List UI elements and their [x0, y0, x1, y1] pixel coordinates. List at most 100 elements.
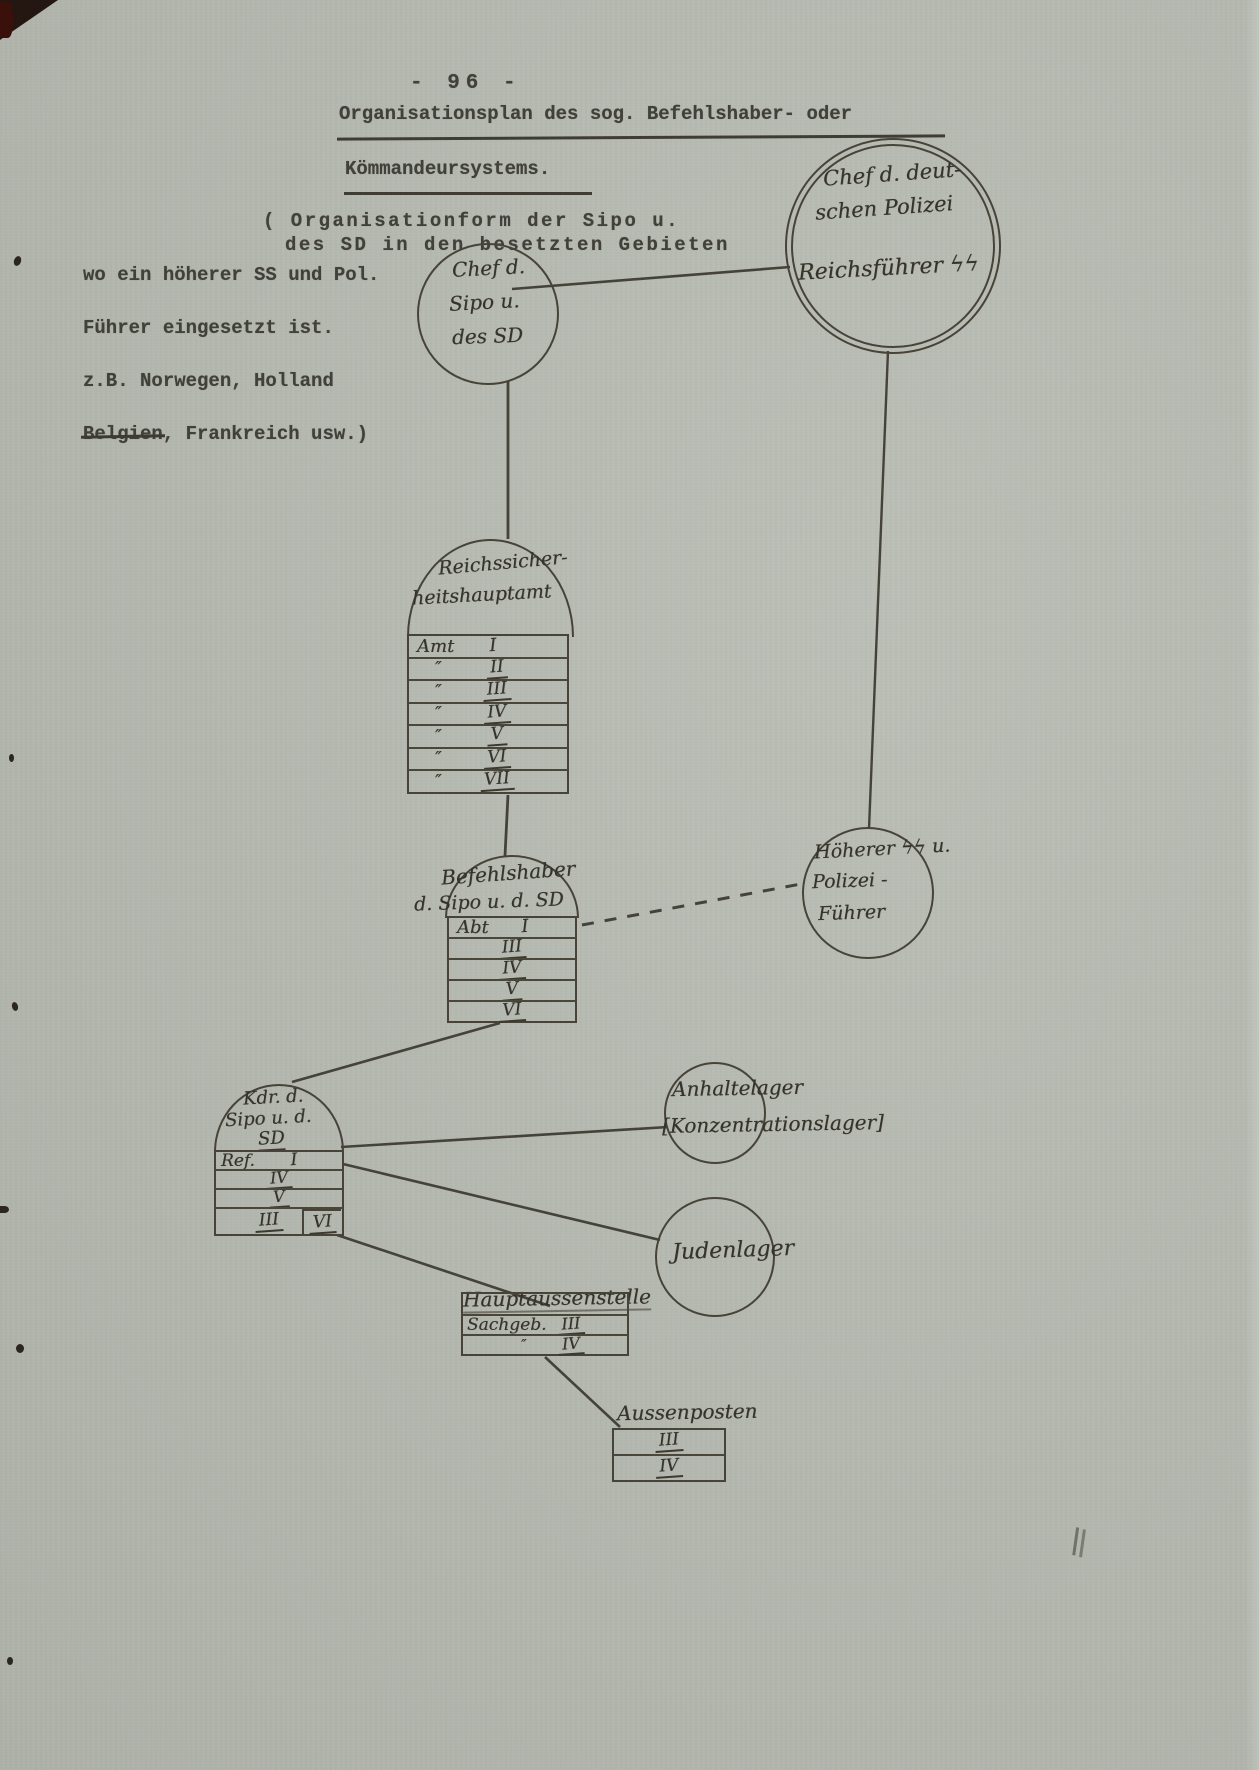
- intro-struck-word: Belgien: [83, 423, 163, 445]
- table-row: IV: [449, 957, 575, 981]
- rsha-row-num: V: [486, 724, 509, 747]
- aussenposten-title: Aussenposten: [616, 1398, 758, 1426]
- page-number: - 96 -: [410, 72, 522, 95]
- chef-sipo-line1: Chef d.: [451, 254, 526, 282]
- scan-speck: [0, 1206, 9, 1213]
- table-row: IV: [216, 1168, 342, 1190]
- judenlager-label: Judenlager: [671, 1235, 795, 1266]
- connector-befehlshaber-to-kdr: [291, 1021, 501, 1084]
- intro-paren-line1: ( Organisationform der Sipo u.: [263, 210, 681, 232]
- intro-left-block: wo ein höherer SS und Pol. Führer einges…: [83, 262, 379, 448]
- pencil-mark-stroke: [1072, 1527, 1080, 1556]
- table-row: ″ III: [409, 679, 567, 703]
- rsha-row-label: Amt: [417, 635, 455, 657]
- table-row: ″ IV: [463, 1333, 627, 1356]
- doc-title-line2: Kömmandeursystems.: [345, 158, 551, 180]
- kdr-table: Ref. I IV V III VI: [214, 1149, 344, 1236]
- aussenposten-row-num: IV: [654, 1455, 684, 1479]
- kdr-row-num: V: [268, 1187, 290, 1209]
- kdr-row-label: Ref.: [221, 1150, 255, 1171]
- connector-kdr-to-judenlager: [342, 1162, 661, 1242]
- kdr-sub-box: VI: [302, 1209, 341, 1236]
- intro-left-line1: wo ein höherer SS und Pol.: [83, 264, 380, 286]
- hauptaussenstelle-row-num: IV: [557, 1333, 585, 1356]
- table-row: III: [614, 1429, 724, 1454]
- table-row: III VI: [216, 1207, 342, 1236]
- table-row: Ref. I: [216, 1149, 342, 1171]
- kdr-bottom-left-num: III: [254, 1209, 284, 1233]
- connector-chefsipo-to-chefpolizei: [511, 265, 791, 291]
- hauptaussenstelle-row-label: ″: [521, 1336, 527, 1354]
- chef-sipo-line3: des SD: [451, 322, 524, 350]
- table-row: IV: [614, 1454, 724, 1480]
- aussenposten-table: III IV: [612, 1428, 726, 1482]
- table-row: ″ II: [409, 656, 567, 680]
- doc-title-line1: Organisationsplan des sog. Befehlshaber-…: [339, 103, 853, 125]
- table-row: Abt I: [449, 915, 575, 938]
- table-row: ″ IV: [409, 701, 567, 725]
- judenlager-circle: [655, 1197, 775, 1317]
- table-row: Sachgeb. III: [463, 1313, 627, 1336]
- hauptaussenstelle-row-label: Sachgeb.: [467, 1315, 547, 1335]
- chef-sipo-circle: [417, 243, 559, 385]
- befehlshaber-row-num: III: [497, 936, 527, 960]
- table-row: V: [449, 978, 575, 1002]
- intro-paren-line2: des SD in den besetzten Gebieten: [285, 234, 730, 256]
- connector-befehlshaber-to-hoeherer-dashed: [581, 882, 802, 927]
- scan-edge-blob: [0, 2, 13, 38]
- rsha-row-label: ″: [435, 770, 442, 792]
- intro-left-line2: Führer eingesetzt ist.: [83, 317, 334, 339]
- table-row: III: [449, 936, 575, 960]
- scan-speck: [9, 754, 14, 762]
- anhaltelager-line1: Anhaltelager: [671, 1074, 804, 1102]
- table-row: ″ V: [409, 724, 567, 747]
- rsha-row-num: VI: [483, 746, 512, 770]
- kdr-bottom-right-num: VI: [308, 1211, 337, 1235]
- connector-chefpolizei-to-hoeherer: [867, 350, 890, 830]
- rsha-row-num: VII: [479, 768, 515, 793]
- rsha-row-num: IV: [483, 701, 512, 725]
- scan-speck: [7, 1657, 13, 1665]
- pencil-mark-stroke: [1079, 1529, 1086, 1558]
- befehlshaber-row-label: Abt: [457, 917, 489, 938]
- connector-hauptaussenstelle-to-aussenposten: [544, 1356, 621, 1428]
- intro-left-line3: z.B. Norwegen, Holland: [83, 370, 334, 392]
- table-row: V: [216, 1187, 342, 1209]
- intro-left-line4-rest: , Frankreich usw.): [162, 423, 369, 445]
- aussenposten-row-num: III: [654, 1429, 684, 1453]
- connector-kdr-to-hauptaussenstelle: [336, 1233, 551, 1308]
- scan-speck: [16, 1344, 24, 1353]
- table-row: [463, 1294, 627, 1314]
- hauptaussenstelle-row-num: III: [557, 1313, 586, 1336]
- connector-kdr-to-anhaltelager: [340, 1125, 669, 1149]
- table-row: VI: [449, 999, 575, 1023]
- anhaltelager-line2: [Konzentrationslager]: [661, 1110, 885, 1138]
- befehlshaber-row-num: IV: [497, 957, 527, 981]
- rsha-row-label: ″: [435, 680, 442, 702]
- rsha-row-label: ″: [435, 703, 442, 725]
- table-row: ″ VI: [409, 746, 567, 770]
- befehlshaber-row-num: VI: [497, 999, 527, 1023]
- rsha-row-num: II: [486, 656, 509, 680]
- rsha-row-num: I: [488, 634, 497, 657]
- chef-sipo-line2: Sipo u.: [448, 288, 521, 316]
- kdr-row-num: I: [289, 1149, 299, 1170]
- table-row: ″ VII: [409, 768, 567, 793]
- rsha-row-num: III: [482, 679, 513, 703]
- befehlshaber-row-num: I: [520, 915, 529, 938]
- connector-rsha-to-befehlshaber: [503, 794, 510, 857]
- chef-polizei-circle: [785, 138, 1001, 354]
- rsha-table: Amt I ″ II ″ III ″ IV ″ V ″ VI: [407, 634, 569, 794]
- befehlshaber-table: Abt I III IV V VI: [447, 916, 577, 1023]
- anhaltelager-circle: [664, 1062, 766, 1164]
- hoeherer-line2: Polizei -: [811, 868, 888, 894]
- hoeherer-line3: Führer: [817, 900, 886, 926]
- hauptaussenstelle-table: Sachgeb. III ″ IV: [461, 1292, 629, 1356]
- kdr-title-line3: SD: [257, 1127, 286, 1152]
- rsha-row-label: ″: [435, 725, 442, 747]
- table-row: Amt I: [409, 634, 567, 657]
- rsha-row-label: ″: [435, 658, 442, 680]
- befehlshaber-row-num: V: [501, 978, 523, 1002]
